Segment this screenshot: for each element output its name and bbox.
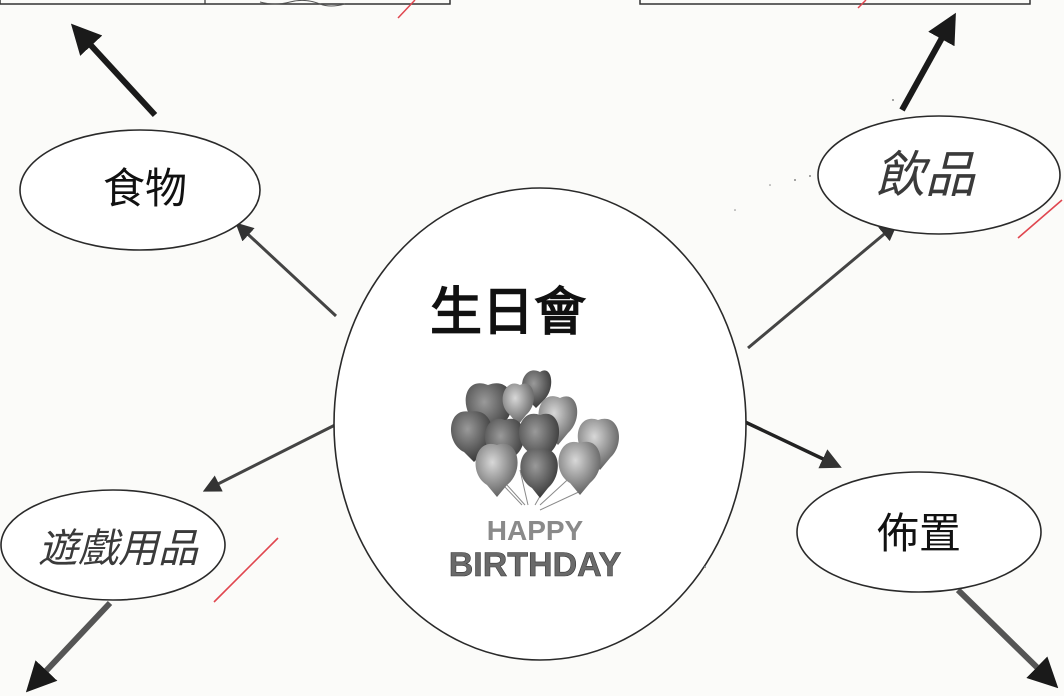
connector-drinks xyxy=(747,222,898,350)
node-decor-ellipse xyxy=(796,471,1042,593)
node-games-label: 遊戲用品 xyxy=(38,526,199,572)
top-left-box-fragment xyxy=(0,0,451,19)
banner-birthday: BIRTHDAY xyxy=(449,546,622,584)
scan-speckles xyxy=(704,99,894,568)
center-title: 生日會 xyxy=(430,282,587,343)
node-drinks-label: 飲品 xyxy=(875,146,976,204)
node-drinks-ellipse xyxy=(817,115,1061,235)
node-games-ellipse xyxy=(0,489,226,601)
arrow-down-right xyxy=(955,587,1059,689)
arrow-up-right xyxy=(899,12,956,112)
connector-decor xyxy=(742,419,842,469)
node-food-ellipse xyxy=(19,129,261,251)
top-right-box-fragment xyxy=(639,0,1031,9)
connector-food xyxy=(235,222,338,318)
balloons-illustration xyxy=(451,370,620,511)
node-decor-label: 佈置 xyxy=(877,509,961,558)
red-check-games xyxy=(213,537,279,603)
banner-happy: HAPPY xyxy=(487,515,584,546)
arrow-up-left xyxy=(70,23,158,118)
node-food-label: 食物 xyxy=(103,164,187,213)
arrow-down-left xyxy=(25,600,113,693)
connector-games xyxy=(202,422,338,492)
red-check-drinks xyxy=(1017,199,1063,239)
